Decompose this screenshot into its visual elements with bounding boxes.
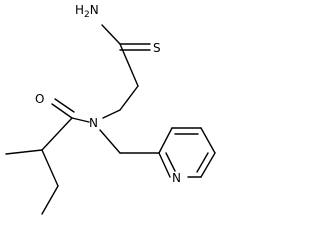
bond-carbonyl-o-2 (54, 98, 75, 113)
pyridine-nitrogen-label: N (172, 171, 181, 185)
bond-ch2-n (102, 109, 121, 119)
oxygen-label: O (35, 92, 44, 106)
ring-bond-6 (158, 152, 171, 178)
bond-c-nh2 (101, 24, 121, 45)
bond-ch-ethyl (41, 149, 59, 187)
structure-canvas: H2N S O N N (5, 3, 216, 215)
bond-ch2-ch2 (119, 85, 139, 111)
bond-ch-methyl (5, 149, 43, 155)
bond-ethyl-ch3 (41, 185, 59, 215)
amine-label-n: N (90, 3, 99, 17)
ring-bond-3 (200, 127, 216, 154)
sulfur-label: S (153, 41, 161, 55)
ring-bond-6-double (165, 152, 176, 172)
molecule-structure: H2N S O N N (5, 3, 216, 215)
amine-label: H2N (75, 3, 99, 20)
amine-label-h: H (75, 3, 84, 17)
amine-label-sub: 2 (84, 10, 90, 20)
ring-bond-4 (200, 152, 216, 178)
amide-nitrogen-label: N (89, 116, 98, 130)
ring-bond-4-double (196, 152, 209, 173)
bond-carbonyl-ch (41, 117, 73, 151)
bond-c-ch2 (119, 43, 139, 87)
ring-bond-1 (158, 127, 173, 154)
bond-carbonyl-o-1 (51, 103, 73, 119)
bond-n-carbonyl (71, 117, 90, 123)
bond-n-ch2 (99, 129, 121, 154)
